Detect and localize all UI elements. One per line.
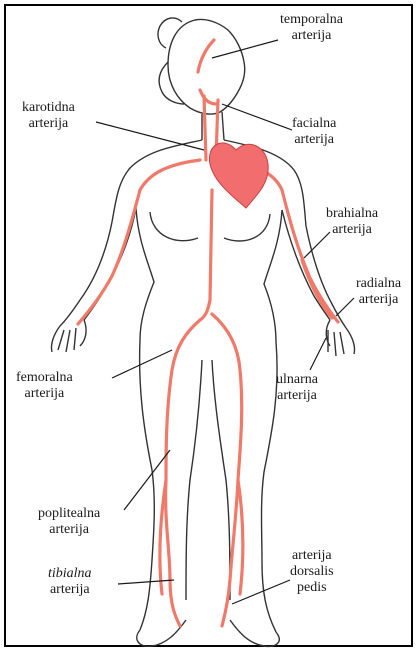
leader-tibialna: [118, 580, 174, 584]
label-brahialna-line2: arterija: [326, 222, 378, 238]
facial-artery-path: [200, 90, 216, 104]
label-brahialna: brahialna arterija: [326, 206, 378, 238]
label-poplitealna-line1: poplitealna: [38, 506, 100, 522]
femoral-right-path: [212, 314, 242, 626]
leader-radialna: [336, 298, 354, 316]
label-femoralna-line2: arterija: [16, 386, 73, 402]
label-femoralna-line1: femoralna: [16, 370, 73, 386]
brachial-left-path: [78, 160, 200, 324]
aorta-path: [200, 190, 212, 320]
leader-temporalna: [212, 40, 278, 58]
label-tibialna: tibialna arterija: [48, 566, 92, 598]
label-ulnarna-line1: ulnarna: [276, 372, 318, 388]
label-temporalna: temporalna arterija: [280, 12, 343, 44]
leader-karotidna: [96, 122, 204, 150]
leader-femoralna: [112, 350, 172, 378]
label-facialna-line1: facialna: [292, 116, 336, 132]
label-tibialna-line1: tibialna: [48, 566, 92, 582]
label-brahialna-line1: brahialna: [326, 206, 378, 222]
label-karotidna: karotidna arterija: [22, 100, 75, 132]
label-poplitealna-line2: arterija: [38, 522, 100, 538]
label-karotidna-line2: arterija: [22, 116, 75, 132]
label-facialna-line2: arterija: [292, 132, 336, 148]
label-temporalna-line1: temporalna: [280, 12, 343, 28]
leader-ulnarna: [310, 338, 326, 370]
tibial-right-path: [238, 480, 243, 594]
label-radialna: radialna arterija: [356, 276, 401, 308]
tibial-left-path: [160, 480, 166, 594]
label-ulnarna-line2: arterija: [276, 388, 318, 404]
label-karotidna-line1: karotidna: [22, 100, 75, 116]
temporal-artery-path: [198, 40, 214, 72]
label-dorsalis: arterija dorsalis pedis: [290, 548, 334, 596]
label-dorsalis-line1: arterija: [290, 548, 334, 564]
label-radialna-line2: arterija: [356, 292, 401, 308]
label-femoralna: femoralna arterija: [16, 370, 73, 402]
label-tibialna-line2: arterija: [48, 582, 92, 598]
label-ulnarna: ulnarna arterija: [276, 372, 318, 404]
heart-icon: [209, 143, 268, 208]
leader-facialna: [222, 104, 292, 130]
label-facialna: facialna arterija: [292, 116, 336, 148]
label-poplitealna: poplitealna arterija: [38, 506, 100, 538]
carotid-artery-path: [204, 96, 206, 160]
label-dorsalis-line2: dorsalis: [290, 564, 334, 580]
label-radialna-line1: radialna: [356, 276, 401, 292]
label-dorsalis-line3: pedis: [290, 580, 334, 596]
label-temporalna-line2: arterija: [280, 28, 343, 44]
